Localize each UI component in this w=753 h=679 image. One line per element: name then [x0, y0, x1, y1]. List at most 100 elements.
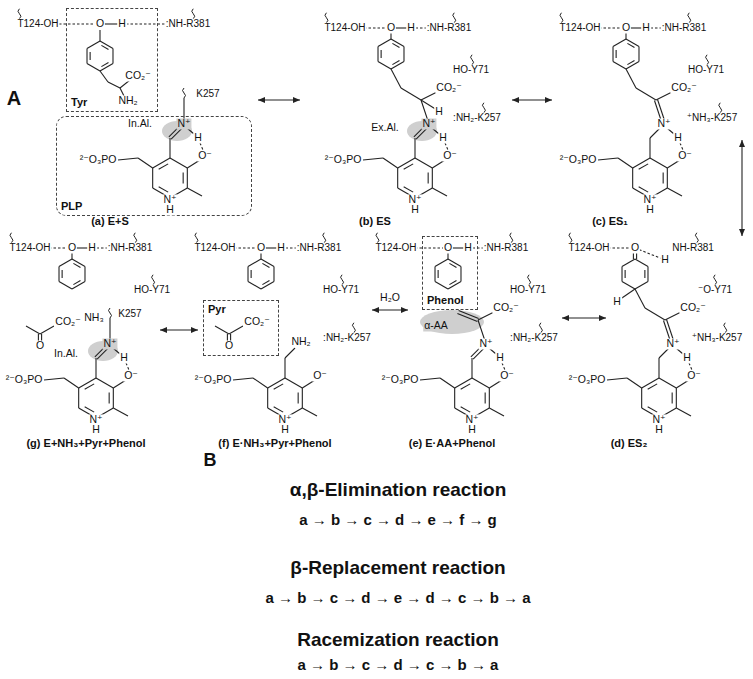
atom-label: NH₂	[290, 336, 311, 347]
bond-line	[658, 358, 659, 378]
atom-label: H	[276, 242, 286, 253]
residue-label: HO-Y71	[452, 65, 490, 76]
bond-line	[261, 259, 274, 267]
chain-squiggle	[10, 233, 13, 243]
bond-line	[432, 188, 447, 196]
arrow-head	[293, 97, 300, 103]
arrow-head	[512, 97, 519, 103]
bond-line	[44, 378, 64, 380]
bond-line	[383, 158, 398, 168]
arrow-head	[160, 327, 167, 333]
state-caption: (b) ES	[358, 216, 392, 228]
atom-label: H	[434, 106, 444, 117]
bond-line	[187, 188, 202, 196]
atom-label: O⁻	[499, 370, 515, 381]
atom-label: O	[95, 18, 105, 29]
hydrogen-bond	[126, 23, 170, 24]
atom-label: O⁻	[123, 370, 139, 381]
atom-label: N⁺	[665, 338, 680, 349]
bond-line	[448, 259, 461, 267]
bond-line	[621, 267, 622, 282]
bond-line	[248, 282, 261, 290]
atom-label: N⁺	[656, 118, 671, 129]
bond-line	[85, 407, 94, 412]
bond-line	[415, 158, 432, 168]
bond-line	[607, 378, 627, 380]
bond-line	[109, 393, 110, 404]
atom-label: ²⁻O₃PO	[559, 154, 598, 165]
arrow-head	[545, 97, 552, 103]
bond-line	[613, 62, 626, 70]
atom-label: H	[612, 296, 622, 307]
bond-line	[627, 60, 634, 64]
bond-line	[403, 47, 404, 62]
bond-line	[648, 384, 657, 389]
chain-squiggle	[325, 13, 328, 23]
bond-line	[659, 378, 676, 388]
atom-label: O⁻	[312, 370, 328, 381]
arrow-head	[191, 327, 198, 333]
chain-squiggle	[341, 275, 344, 285]
bond-line	[440, 378, 455, 388]
bond-line	[391, 69, 401, 88]
residue-label: HO-Y71	[322, 285, 360, 296]
chain-squiggle	[706, 55, 709, 65]
atom-label: H	[117, 18, 127, 29]
bond-line	[649, 138, 650, 158]
residue-label: HO-Y71	[133, 285, 171, 296]
atom-label: O	[630, 242, 640, 253]
atom-label: H	[410, 204, 420, 215]
bond-line	[104, 23, 118, 24]
bond-line	[381, 50, 382, 58]
bond-line	[632, 168, 633, 188]
residue-label: :NH-R381	[661, 23, 707, 34]
residue-label: :NH-R381	[296, 243, 342, 254]
residue-label: HO-Y71	[509, 285, 547, 296]
bond-line	[639, 164, 648, 169]
atom-label: CO₂⁻	[679, 302, 706, 313]
bond-line	[485, 393, 486, 404]
bond-line	[85, 384, 94, 389]
bond-line	[363, 158, 383, 160]
bond-line	[72, 282, 85, 290]
bond-line	[489, 408, 504, 416]
chain-squiggle	[134, 233, 137, 243]
atom-label: H	[673, 132, 683, 143]
atom-label: H	[641, 22, 651, 33]
bond-line	[40, 326, 54, 334]
atom-label: O⁻	[197, 150, 213, 161]
chain-squiggle	[352, 323, 355, 333]
bond-line	[449, 263, 456, 267]
bond-line	[676, 388, 677, 408]
bond-line	[392, 43, 399, 47]
bond-line	[87, 64, 100, 72]
chain-squiggle	[539, 323, 542, 333]
bond-line	[635, 289, 645, 308]
residue-label: K257	[195, 89, 220, 100]
atom-label: ²⁻O₃PO	[5, 374, 44, 385]
residue-label: :NH-R381	[107, 243, 153, 254]
residue-label: :NH-R381	[426, 23, 472, 34]
panel-letter: A	[6, 88, 22, 109]
atom-label: CO₂⁻	[435, 82, 462, 93]
bond-line	[622, 259, 635, 267]
atom-label: ²⁻O₃PO	[381, 374, 420, 385]
group-label: Tyr	[71, 97, 87, 108]
bond-line	[64, 378, 79, 388]
atom-label: CO₂⁻	[670, 82, 697, 93]
residue-label: ⁻O-Y71	[697, 285, 733, 296]
bond-line	[152, 168, 153, 188]
bond-line	[377, 47, 378, 62]
bond-line	[73, 263, 80, 267]
atom-label: In.Al.	[127, 118, 153, 129]
atom-label: H	[682, 352, 692, 363]
bond-line	[108, 82, 120, 88]
chain-squiggle	[195, 233, 198, 243]
hydrogen-bond	[126, 363, 129, 370]
bond-line	[645, 308, 665, 320]
bond-line	[274, 407, 283, 412]
state-caption: (e) E·AA+Phenol	[408, 438, 496, 450]
atom-label: H	[91, 424, 101, 435]
atom-label: ²⁻O₃PO	[324, 154, 363, 165]
bond-line	[489, 388, 490, 408]
